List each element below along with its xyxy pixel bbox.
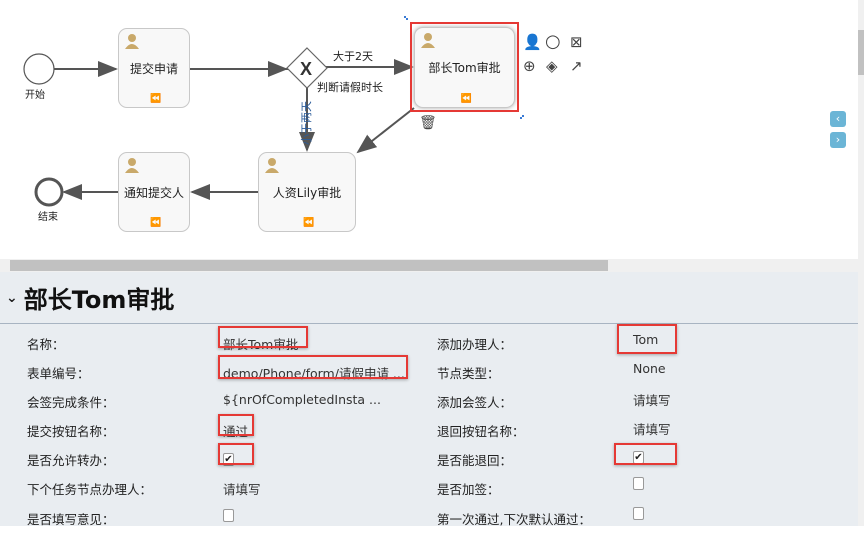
resize-handles[interactable] bbox=[404, 16, 524, 119]
multi-instance-icon: ⏪ bbox=[150, 218, 162, 228]
property-label: 下个任务节点办理人： bbox=[27, 482, 153, 497]
panel-title: 部长Tom审批 bbox=[23, 286, 175, 314]
user-icon bbox=[124, 157, 140, 173]
end-event[interactable] bbox=[34, 177, 64, 207]
chevron-right-icon[interactable]: › bbox=[830, 132, 846, 148]
property-label: 名称： bbox=[27, 337, 65, 352]
multi-instance-icon: ⏪ bbox=[303, 218, 315, 228]
property-label: 第一次通过,下次默认通过： bbox=[437, 512, 591, 527]
property-label: 退回按钮名称： bbox=[437, 424, 525, 439]
chevron-down-icon[interactable]: ⌄ bbox=[6, 289, 18, 306]
parallel-gateway-icon[interactable]: ⊕ bbox=[523, 57, 536, 75]
property-row: 提交按钮名称：通过退回按钮名称：请填写 bbox=[0, 417, 858, 445]
task-label: 通知提交人 bbox=[123, 185, 184, 200]
property-value[interactable]: 请填写 bbox=[633, 393, 671, 408]
property-value[interactable]: Tom bbox=[633, 332, 659, 347]
highlight-box bbox=[614, 443, 677, 465]
gateway-label: 判断请假时长 bbox=[317, 81, 383, 94]
vertical-scrollbar[interactable] bbox=[858, 0, 864, 526]
property-checkbox[interactable]: ✔ bbox=[223, 453, 234, 466]
start-event[interactable] bbox=[23, 53, 55, 85]
property-label: 是否能退回： bbox=[437, 453, 513, 468]
flow-label-gt2: 大于2天 bbox=[333, 50, 373, 63]
property-label: 添加办理人： bbox=[437, 337, 513, 352]
chevron-left-icon[interactable]: ‹ bbox=[830, 111, 846, 127]
flow-connectors: X bbox=[23, 16, 524, 207]
flow-tom-lily[interactable] bbox=[356, 107, 415, 154]
user-icon bbox=[124, 33, 140, 49]
property-label: 表单编号： bbox=[27, 366, 90, 381]
highlight-box bbox=[617, 324, 677, 354]
multi-instance-icon: ⏪ bbox=[150, 94, 162, 104]
property-value[interactable]: 请填写 bbox=[223, 482, 261, 497]
user-icon bbox=[264, 157, 280, 173]
property-row: 会签完成条件： ${nrOfCompletedInsta ... 添加会签人： 请填写 bbox=[0, 388, 858, 416]
end-event-icon[interactable]: ○ bbox=[545, 31, 561, 52]
property-row: 是否填写意见： 第一次通过,下次默认通过： bbox=[0, 505, 858, 533]
property-label: 添加会签人： bbox=[437, 395, 513, 410]
property-value[interactable]: 请填写 bbox=[633, 422, 671, 437]
exclusive-gateway-icon[interactable]: ⊠ bbox=[570, 33, 583, 51]
task-tom-approval[interactable]: 部长Tom审批 ⏪ bbox=[414, 27, 515, 108]
highlight-box bbox=[218, 443, 254, 465]
highlight-box bbox=[218, 355, 408, 379]
property-row: 名称： 部长Tom审批 添加办理人： Tom bbox=[0, 330, 858, 358]
property-label: 提交按钮名称： bbox=[27, 424, 115, 439]
flow-label-lt2: 小于两天 bbox=[300, 101, 313, 145]
highlight-box bbox=[218, 414, 254, 436]
start-label: 开始 bbox=[25, 90, 45, 101]
task-label: 人资Lily审批 bbox=[272, 185, 342, 200]
property-row: 表单编号：demo/Phone/form/请假申请 ...节点类型：None bbox=[0, 359, 858, 387]
property-label: 是否加签： bbox=[437, 482, 500, 497]
property-value[interactable]: 部长Tom审批 bbox=[223, 337, 299, 352]
exclusive-gateway[interactable]: X bbox=[286, 47, 328, 89]
svg-text:X: X bbox=[300, 59, 312, 79]
property-checkbox[interactable] bbox=[633, 507, 644, 523]
end-label: 结束 bbox=[38, 212, 58, 223]
connect-arrow-icon[interactable]: ↗ bbox=[570, 57, 583, 75]
property-label: 节点类型： bbox=[437, 366, 500, 381]
property-label: 会签完成条件： bbox=[27, 395, 115, 410]
highlight-box bbox=[218, 326, 308, 348]
property-checkbox[interactable] bbox=[633, 477, 644, 493]
user-icon bbox=[420, 32, 436, 48]
task-label: 提交申请 bbox=[129, 61, 178, 76]
panel-header[interactable]: ⌄ 部长Tom审批 bbox=[0, 272, 858, 324]
user-task-icon[interactable]: 👤 bbox=[523, 33, 542, 51]
property-value[interactable]: ${nrOfCompletedInsta ... bbox=[223, 392, 381, 407]
trash-icon[interactable]: 🗑 bbox=[419, 115, 437, 131]
property-checkbox[interactable] bbox=[223, 509, 234, 525]
property-value[interactable]: None bbox=[633, 361, 666, 376]
task-lily-approval[interactable]: 人资Lily审批 ⏪ bbox=[258, 152, 356, 232]
property-label: 是否允许转办： bbox=[27, 453, 115, 468]
multi-instance-icon: ⏪ bbox=[460, 94, 472, 104]
task-label: 部长Tom审批 bbox=[428, 61, 501, 75]
property-row: 下个任务节点办理人： 请填写 是否加签： bbox=[0, 475, 858, 503]
inclusive-gateway-icon[interactable]: ◈ bbox=[546, 57, 558, 75]
horizontal-scrollbar[interactable] bbox=[0, 259, 858, 272]
property-label: 是否填写意见： bbox=[27, 512, 115, 527]
task-submit[interactable]: 提交申请 ⏪ bbox=[118, 28, 190, 108]
property-row: 是否允许转办：✔是否能退回：✔ bbox=[0, 446, 858, 474]
task-notify[interactable]: 通知提交人 ⏪ bbox=[118, 152, 190, 232]
process-canvas[interactable]: X 开始 结束 大于2天 判断请假时长 小于两天 提交申请⏪ 部长Tom审批⏪ … bbox=[0, 0, 858, 258]
selection-highlight bbox=[410, 22, 519, 112]
